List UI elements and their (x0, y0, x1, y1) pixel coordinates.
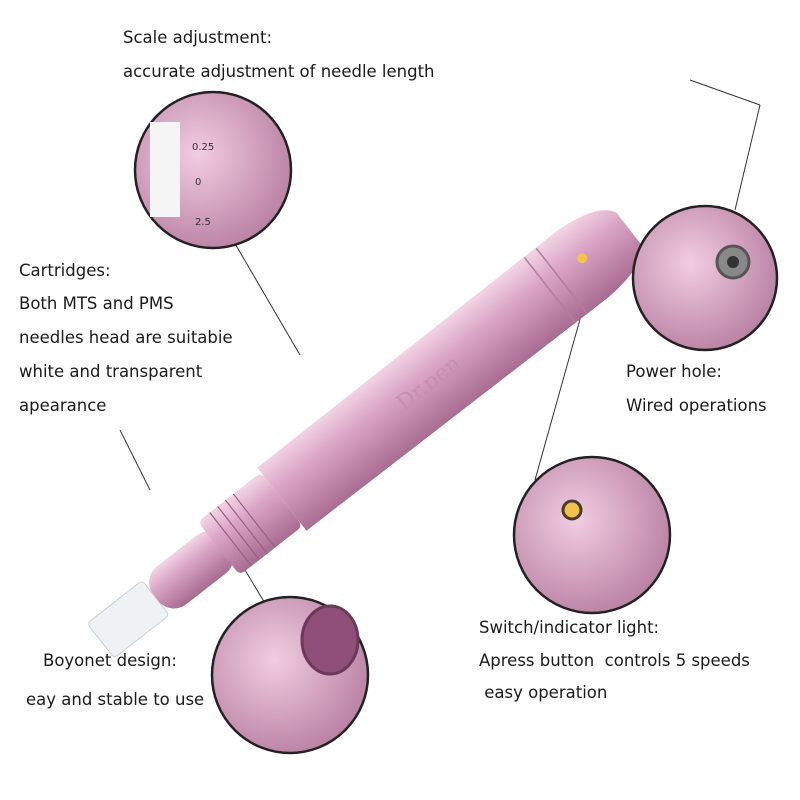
switch-button-icon (561, 499, 583, 521)
pen-body: Dr.pen (88, 210, 642, 658)
switch-line: easy operation (479, 683, 608, 702)
cartridges-line: needles head are suitabie (19, 328, 233, 347)
cartridges-line: apearance (19, 396, 107, 415)
scale-mark: 0 (195, 177, 201, 188)
switch-detail-circle (512, 455, 672, 615)
switch-title: Switch/indicator light: (479, 618, 660, 637)
scale-line: accurate adjustment of needle length (123, 62, 435, 81)
scale-mark: 2.5 (195, 217, 211, 228)
indicator-light-icon (577, 253, 588, 264)
scale-mark: 0.25 (192, 142, 214, 153)
power-title: Power hole: (626, 362, 722, 381)
cartridges-line: white and transparent (19, 362, 203, 381)
cartridges-line: Both MTS and PMS (19, 294, 174, 313)
power-detail-circle (631, 204, 779, 352)
bayonet-title: Boyonet design: (43, 651, 177, 670)
bayonet-line: eay and stable to use (26, 690, 205, 709)
bayonet-socket-icon (300, 604, 360, 676)
cartridges-title: Cartridges: (19, 261, 111, 280)
switch-line: Apress button controls 5 speeds (479, 651, 750, 670)
scale-title: Scale adjustment: (123, 28, 273, 47)
power-line: Wired operations (626, 396, 767, 415)
